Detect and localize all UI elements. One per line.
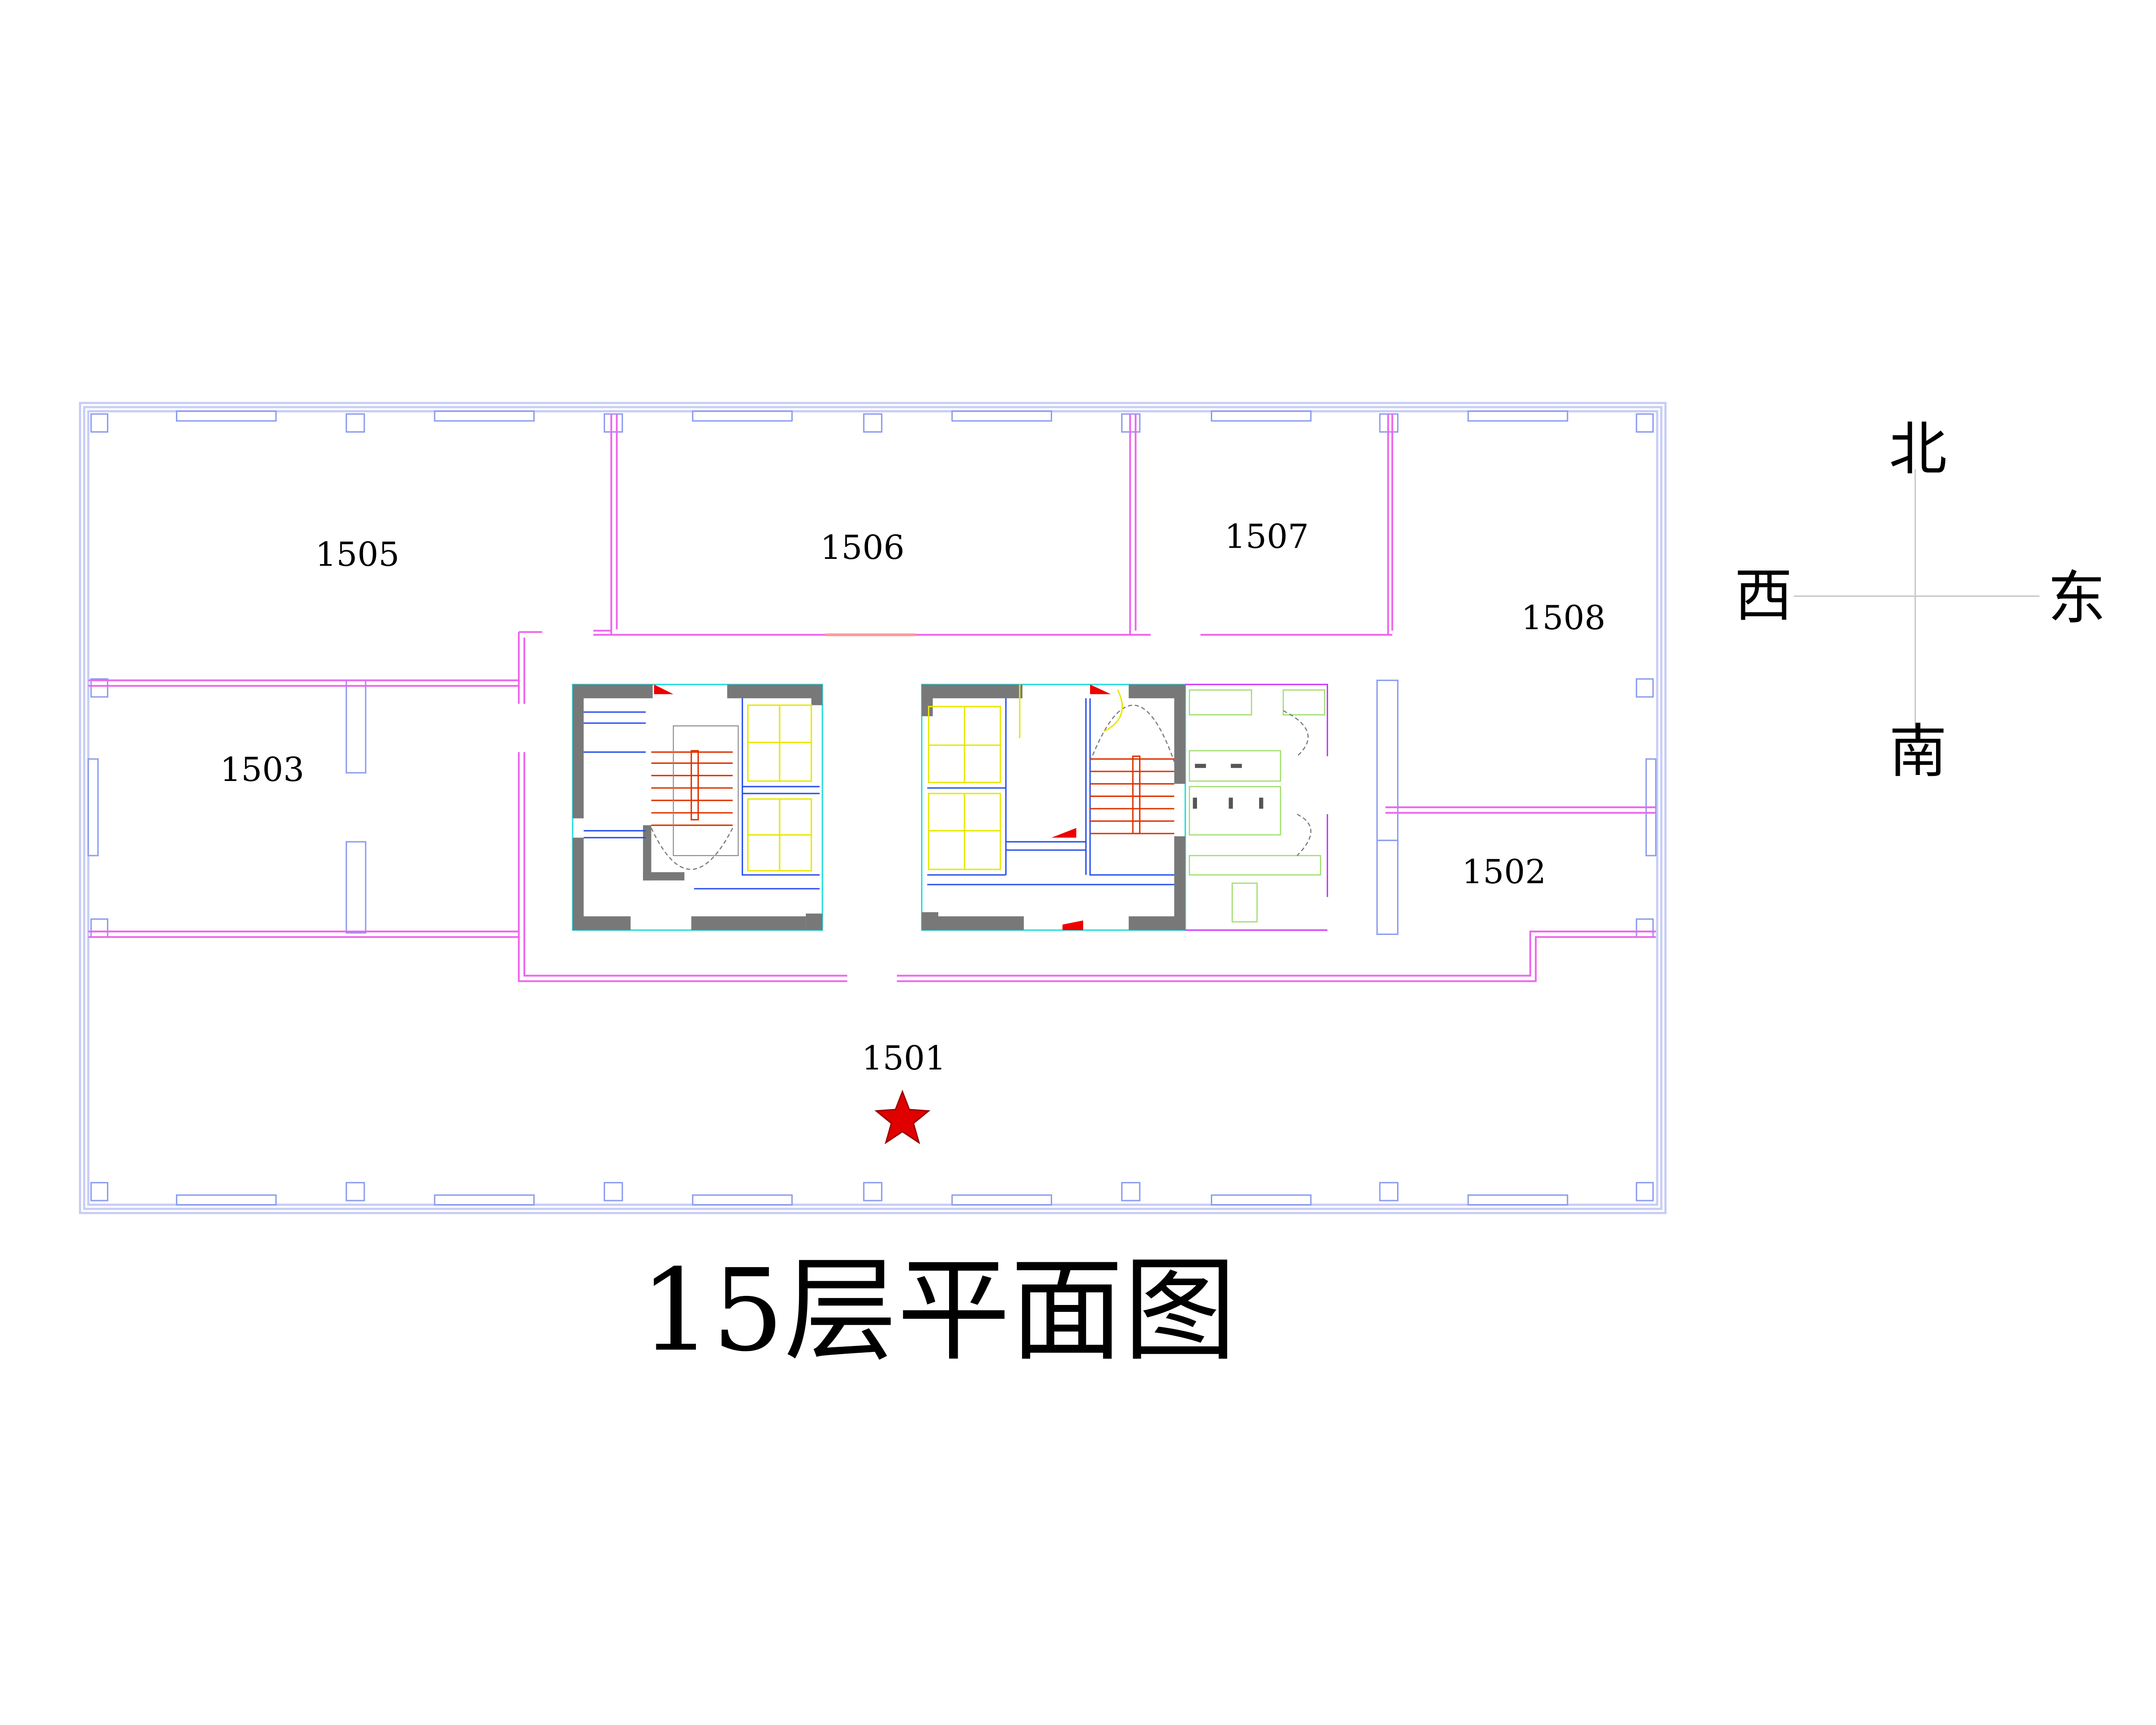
room-label-1501: 1501: [862, 1039, 946, 1078]
star-icon: [874, 1089, 931, 1145]
room-label-1506: 1506: [820, 529, 904, 567]
restrooms: [1185, 684, 1328, 931]
plan-title: 15层平面图: [640, 1245, 1237, 1377]
partitions: [88, 414, 1656, 982]
compass-east: 东: [2048, 565, 2106, 632]
compass-north: 北: [1889, 415, 1947, 483]
core-left: [572, 684, 823, 931]
room-label-1505: 1505: [315, 536, 399, 574]
room-label-1503: 1503: [220, 751, 304, 789]
core-right: [921, 684, 1186, 931]
room-label-1502: 1502: [1462, 853, 1546, 891]
room-label-1508: 1508: [1521, 599, 1605, 637]
windows: [88, 411, 1657, 1206]
compass: 北 西 东 南: [1734, 415, 2106, 785]
building-outline: [79, 401, 1667, 1214]
room-label-1507: 1507: [1225, 518, 1309, 556]
compass-west: 西: [1734, 561, 1792, 629]
compass-south: 南: [1889, 718, 1947, 785]
columns: [90, 413, 1654, 1201]
